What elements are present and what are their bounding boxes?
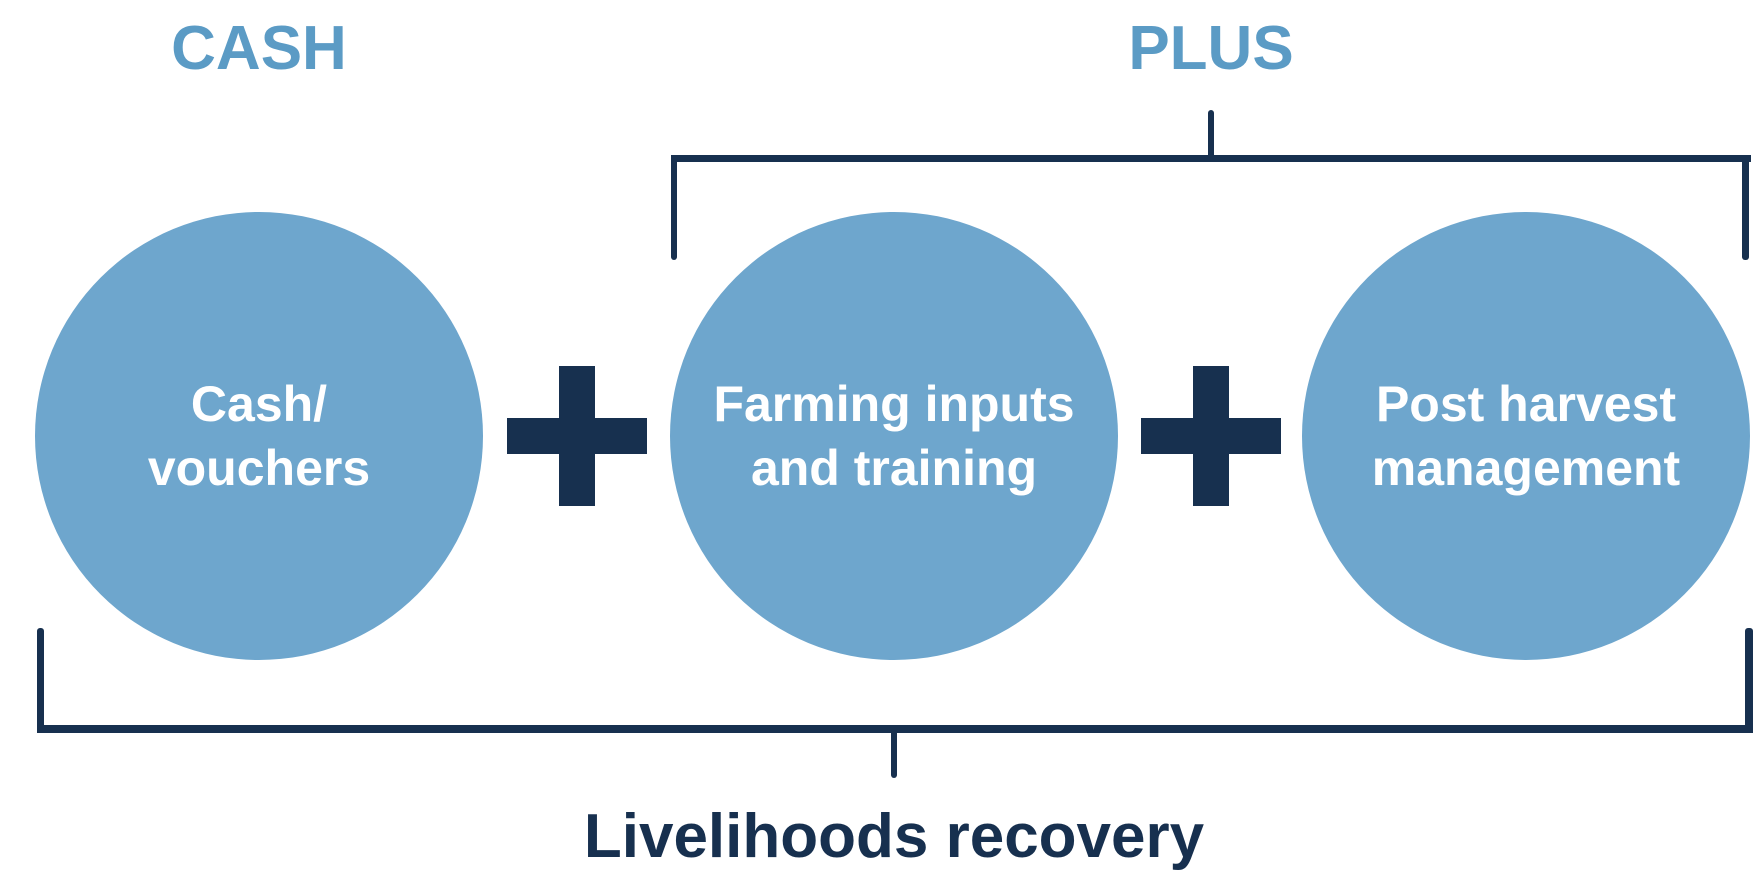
plus-bracket-right-end (1742, 155, 1749, 260)
plus-icon (507, 366, 647, 506)
plus-bracket-stem (1208, 110, 1214, 160)
cash-vouchers-label: Cash/ vouchers (147, 376, 371, 496)
post-harvest-circle: Post harvest management (1302, 212, 1750, 660)
livelihoods-bracket-left-end (37, 628, 44, 732)
plus-heading: PLUS (1128, 14, 1294, 83)
farming-inputs-circle: Farming inputs and training (670, 212, 1118, 660)
plus-icon (1141, 366, 1281, 506)
livelihoods-recovery-label: Livelihoods recovery (583, 802, 1205, 871)
cash-heading: CASH (171, 14, 347, 83)
farming-inputs-label: Farming inputs and training (713, 376, 1075, 496)
livelihoods-bracket-stem (891, 728, 897, 778)
post-harvest-label: Post harvest management (1371, 376, 1681, 496)
plus-bracket-left-end (671, 155, 677, 260)
plus-bracket-bar (671, 155, 1751, 162)
livelihoods-bracket-right-end (1745, 628, 1753, 732)
cash-vouchers-circle: Cash/ vouchers (35, 212, 483, 660)
